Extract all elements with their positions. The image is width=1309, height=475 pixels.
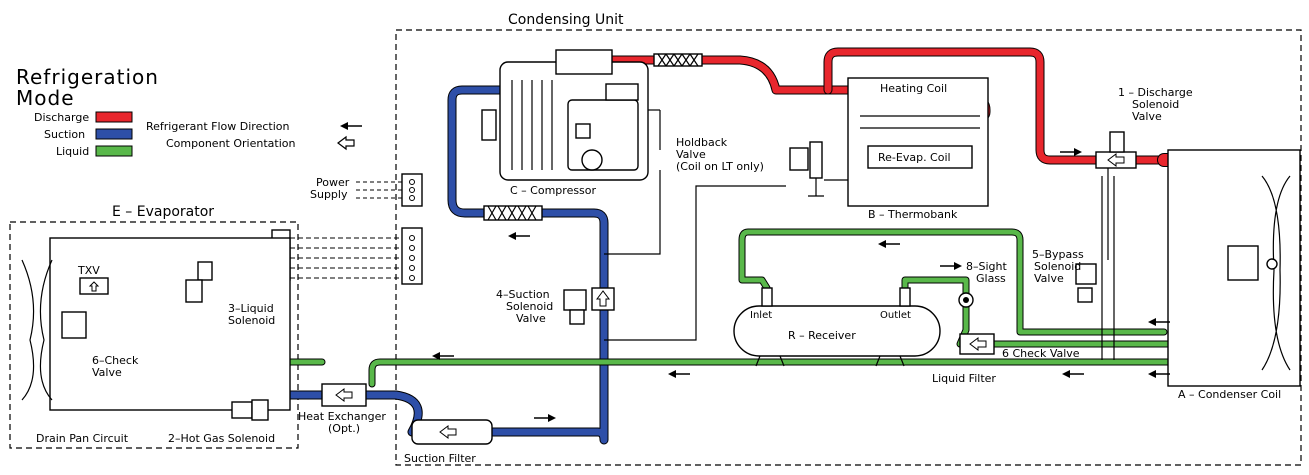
holdback-label-1: Holdback	[676, 136, 728, 149]
flow-arrow-4	[940, 262, 962, 270]
power-supply-terminal	[356, 173, 423, 207]
suction-filter	[411, 419, 493, 445]
condenser-coil	[1167, 149, 1301, 387]
receiver-outlet-label: Outlet	[880, 310, 911, 321]
bypass-line	[1101, 160, 1115, 360]
power-supply-label-2: Supply	[310, 188, 348, 201]
drain-pan-label: Drain Pan Circuit	[36, 432, 129, 445]
bypass-label-1: 5–Bypass	[1032, 248, 1084, 261]
suction-line-filter	[483, 205, 543, 221]
receiver-label: R – Receiver	[788, 329, 856, 342]
discharge-valve-label-1: 1 – Discharge	[1118, 86, 1193, 99]
heat-exchanger	[321, 383, 367, 407]
evap-check-valve-label-2: Valve	[92, 366, 122, 379]
flow-arrow-10	[534, 414, 556, 422]
pipe-layer	[91, 47, 1240, 445]
liquid-pipe-1	[738, 228, 1168, 336]
discharge-valve-label-2: Solenoid	[1132, 98, 1179, 111]
holdback-label-3: (Coil on LT only)	[676, 160, 764, 173]
power-supply-label-1: Power	[316, 176, 350, 189]
liquid-line-drier	[959, 333, 995, 355]
condensing-unit-title: Condensing Unit	[508, 12, 624, 28]
check-valve-label: 6 Check Valve	[1002, 347, 1080, 360]
legend-liquid-swatch	[95, 145, 133, 157]
bypass-label-2: Solenoid	[1034, 260, 1081, 273]
suction-valve-label-1: 4–Suction	[496, 288, 550, 301]
receiver	[733, 287, 941, 367]
re-evap-coil-label: Re-Evap. Coil	[878, 151, 951, 164]
flow-arrow-icon	[340, 122, 362, 130]
flow-arrow-7	[1062, 370, 1084, 378]
flow-arrow-5	[1148, 318, 1170, 326]
suction-pipe-1	[447, 85, 609, 295]
orientation-arrow-icon	[337, 135, 355, 151]
sight-glass-label-2: Glass	[976, 272, 1006, 285]
holdback-valve	[789, 141, 824, 197]
hot-gas-solenoid-label: 2–Hot Gas Solenoid	[168, 432, 275, 445]
compressor	[481, 49, 661, 181]
evaporator-title: E – Evaporator	[112, 204, 214, 220]
legend-liquid-label: Liquid	[56, 145, 89, 158]
liquid-filter-label: Liquid Filter	[932, 372, 996, 385]
discharge-valve-label-3: Valve	[1132, 110, 1162, 123]
heating-coil-label: Heating Coil	[880, 82, 947, 95]
holdback-label-2: Valve	[676, 148, 706, 161]
liquid-solenoid-label-2: Solenoid	[228, 314, 275, 327]
sight-glass-label-1: 8–Sight	[966, 260, 1007, 273]
evap-check-valve-label-1: 6–Check	[92, 354, 139, 367]
condenser-coil-label: A – Condenser Coil	[1178, 388, 1281, 401]
thermobank-label: B – Thermobank	[868, 208, 958, 221]
thermobank: Heating Coil Re-Evap. Coil	[847, 77, 989, 207]
compressor-label: C – Compressor	[510, 184, 597, 197]
discharge-solenoid-valve	[1095, 131, 1137, 169]
suction-valve-label-3: Valve	[516, 312, 546, 325]
flow-arrow-6	[1148, 370, 1170, 378]
suction-filter-label: Suction Filter	[404, 452, 476, 465]
discharge-filter	[653, 53, 703, 67]
flow-arrow-1	[1060, 148, 1082, 156]
evaporator-unit	[21, 237, 291, 421]
flow-arrows	[432, 148, 1170, 422]
suction-solenoid-valve	[563, 287, 615, 325]
legend-suction-swatch	[95, 128, 133, 140]
legend-suction-label: Suction	[44, 128, 85, 141]
legend-orientation-label: Component Orientation	[166, 137, 295, 150]
evaporator-boundary	[9, 221, 299, 449]
flow-arrow-2	[508, 232, 530, 240]
liquid-solenoid-label-1: 3–Liquid	[228, 302, 274, 315]
mode-title-line2: Mode	[16, 86, 75, 110]
suction-pipe-2	[487, 305, 609, 445]
flow-arrow-9	[432, 352, 454, 360]
heat-exchanger-label-2: (Opt.)	[328, 422, 360, 435]
sight-glass	[958, 292, 974, 308]
txv-label: TXV	[77, 264, 100, 277]
flow-arrow-8	[668, 370, 690, 378]
bypass-label-3: Valve	[1034, 272, 1064, 285]
flow-arrow-3	[878, 240, 900, 248]
bypass-solenoid-valve	[1075, 263, 1097, 303]
legend-discharge-label: Discharge	[34, 111, 89, 124]
suction-valve-label-2: Solenoid	[506, 300, 553, 313]
controller-terminal	[271, 227, 423, 285]
legend-discharge-swatch	[95, 111, 133, 123]
mode-title-line1: Refrigeration	[16, 65, 159, 89]
receiver-inlet-label: Inlet	[750, 310, 772, 321]
legend-flow-direction-label: Refrigerant Flow Direction	[146, 120, 289, 133]
heat-exchanger-label-1: Heat Exchanger	[298, 410, 386, 423]
